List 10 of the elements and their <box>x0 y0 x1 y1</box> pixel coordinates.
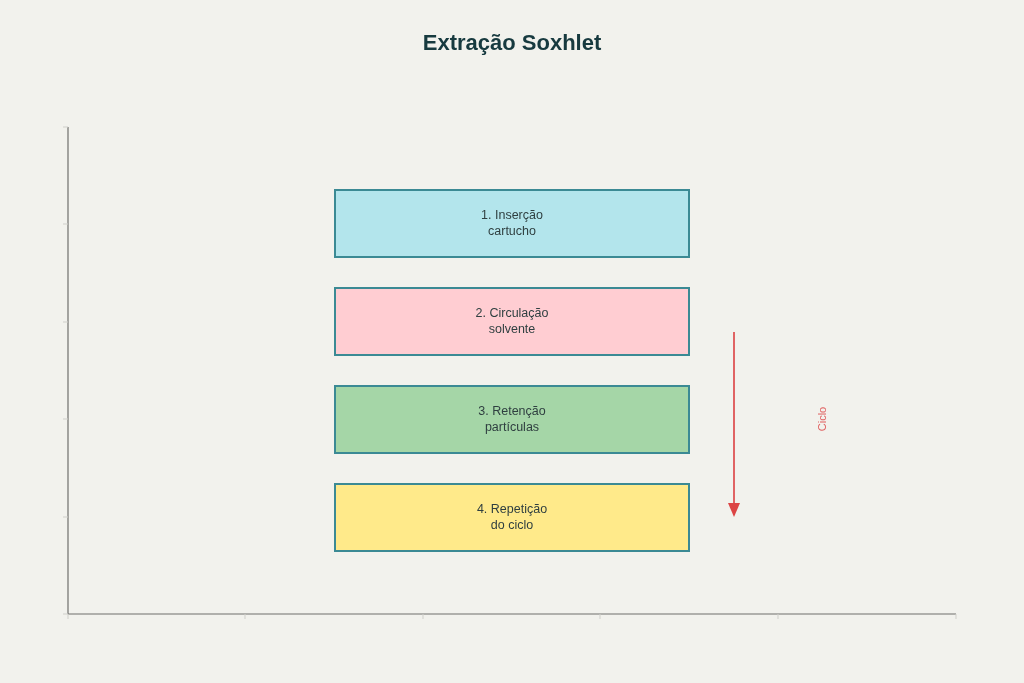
process-box <box>334 189 690 258</box>
step-label: 3. Retenção partículas <box>477 403 547 436</box>
diagram-title: Extração Soxhlet <box>422 29 602 57</box>
step-label: 4. Repetição do ciclo <box>475 501 549 534</box>
process-box <box>334 385 690 454</box>
process-box <box>334 287 690 356</box>
step-label: 1. Inserção cartucho <box>480 207 544 240</box>
step-label: 2. Circulação solvente <box>474 305 550 338</box>
process-box <box>334 483 690 552</box>
cycle-label: Ciclo <box>815 406 829 432</box>
